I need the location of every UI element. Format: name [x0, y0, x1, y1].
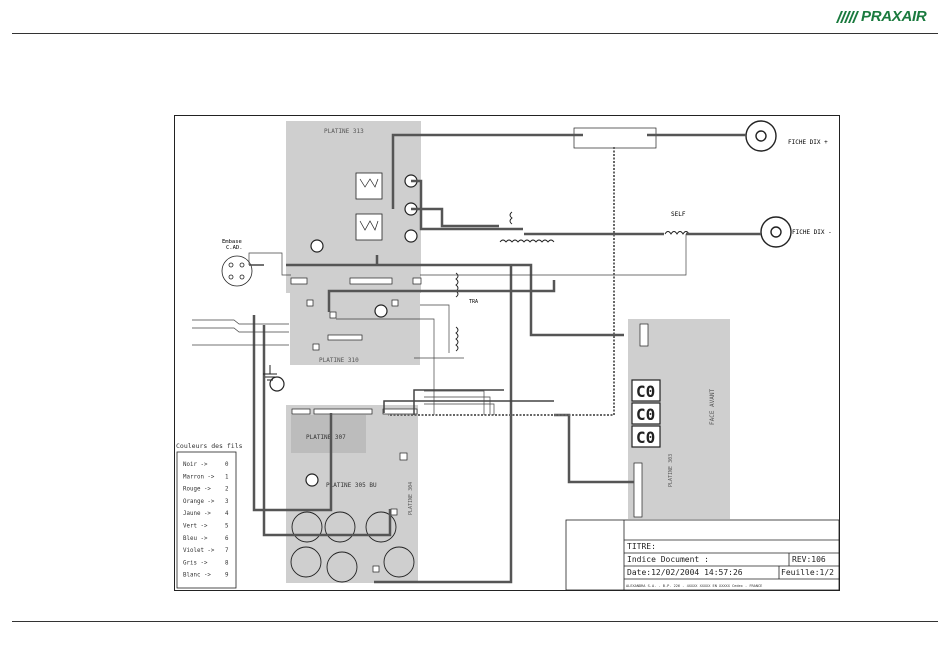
brand-name: PRAXAIR — [861, 8, 927, 25]
fiche-minus-label: FICHE DIX - — [792, 229, 832, 236]
legend-item-name: Gris -> — [183, 560, 208, 566]
legend-item-number: 1 — [225, 474, 229, 480]
self-label: SELF — [671, 211, 686, 218]
footer-rule — [12, 621, 938, 622]
display-3: C0 — [636, 428, 655, 447]
feuille-label: Feuille:1/2 — [781, 568, 834, 577]
legend-item-number: 7 — [225, 548, 229, 554]
legend-item-name: Violet -> — [183, 548, 215, 554]
rev-label: REV:106 — [792, 555, 826, 564]
platine-313-label: PLATINE 313 — [324, 128, 364, 135]
legend-item-number: 3 — [225, 499, 229, 505]
platine-305-label: PLATINE 305 BU — [326, 482, 377, 489]
diagram-frame — [174, 115, 840, 591]
platine-307-board — [291, 415, 366, 453]
praxair-logo-icon — [836, 11, 859, 23]
legend-item-name: Jaune -> — [183, 511, 211, 517]
indice-label: Indice Document : — [627, 555, 709, 564]
legend-item-number: 8 — [225, 560, 229, 566]
transformer-coils — [455, 211, 690, 352]
titre-label: TITRE: — [627, 542, 656, 551]
legend-item-name: Noir -> — [183, 462, 208, 468]
platine-307-label: PLATINE 307 — [306, 434, 346, 441]
display-1: C0 — [636, 382, 655, 401]
legend-item-name: Vert -> — [183, 524, 208, 530]
embase-connector — [221, 255, 253, 287]
shielded-cable — [388, 147, 615, 416]
ground-icon — [263, 365, 277, 381]
face-avant-label: FACE AVANT — [709, 388, 716, 425]
titleblock-footer: ALEXANDRA S.A. - B.P. 226 - 4XXXX XXXXX … — [626, 584, 762, 588]
legend-item-name: Rouge -> — [183, 487, 211, 493]
seven-seg-displays: C0 C0 C0 — [631, 379, 661, 448]
platine-304-label: PLATINE 304 — [408, 482, 414, 515]
legend-item-number: 2 — [225, 487, 229, 493]
platine-303-label: PLATINE 303 — [668, 454, 674, 487]
legend-item-number: 5 — [225, 524, 229, 530]
embase-label: Embase — [222, 239, 242, 245]
legend-item-name: Orange -> — [183, 499, 215, 505]
legend-item-number: 6 — [225, 536, 229, 542]
wiring-diagram: PLATINE 313 PLATINE 310 PLATINE 307 PLAT… — [174, 115, 840, 591]
fiche-plus-label: FICHE DIX + — [788, 139, 828, 146]
legend-title: Couleurs des fils — [176, 442, 243, 450]
legend-item-number: 0 — [225, 462, 229, 468]
medium-wires — [249, 264, 554, 415]
platine-310-label: PLATINE 310 — [319, 357, 359, 364]
legend-item-number: 9 — [225, 573, 229, 579]
capacitor-circles — [290, 511, 415, 583]
title-block — [565, 519, 840, 591]
thick-wires — [252, 133, 761, 584]
thin-wires — [192, 234, 687, 415]
legend-item-name: Marron -> — [183, 474, 215, 480]
fiche-plugs — [745, 120, 792, 248]
tra-label: TRA — [469, 299, 478, 305]
display-2: C0 — [636, 405, 655, 424]
legend-item-name: Bleu -> — [183, 536, 208, 542]
date-label: Date:12/02/2004 14:57:26 — [627, 568, 743, 577]
embase-label-2: C.AD. — [226, 245, 243, 251]
legend-item-number: 4 — [225, 511, 229, 517]
header-rule — [12, 33, 938, 34]
legend-item-name: Blanc -> — [183, 573, 211, 579]
diode-blocks — [355, 172, 383, 241]
